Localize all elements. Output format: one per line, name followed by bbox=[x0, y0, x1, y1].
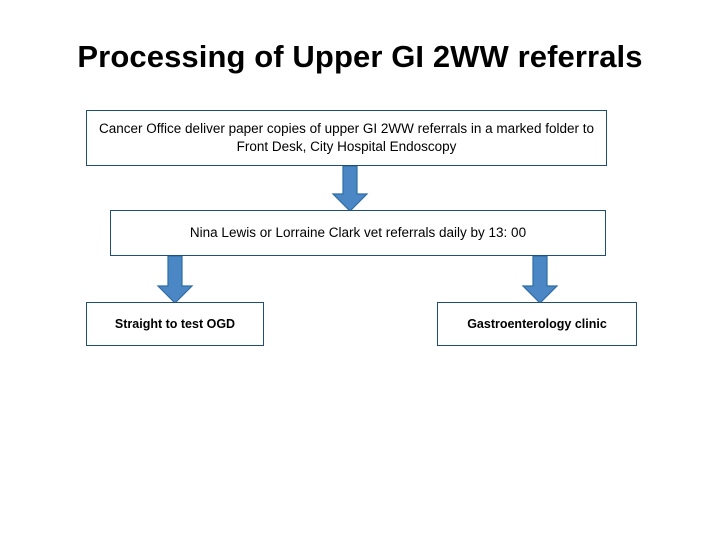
arrow-office-to-vet-icon bbox=[330, 166, 370, 212]
flow-node-vet-referrals-label: Nina Lewis or Lorraine Clark vet referra… bbox=[189, 224, 527, 240]
page-title: Processing of Upper GI 2WW referrals bbox=[77, 39, 643, 74]
flow-node-straight-to-test-ogd[interactable]: Straight to test OGD bbox=[86, 302, 264, 346]
arrow-vet-to-clinic-icon bbox=[520, 256, 560, 304]
flow-node-gastroenterology-clinic-label: Gastroenterology clinic bbox=[467, 316, 607, 331]
arrow-vet-to-ogd-icon bbox=[155, 256, 195, 304]
flow-node-straight-to-test-ogd-label: Straight to test OGD bbox=[114, 316, 236, 331]
flow-node-vet-referrals[interactable]: Nina Lewis or Lorraine Clark vet referra… bbox=[110, 210, 606, 256]
flow-node-cancer-office-label: Cancer Office deliver paper copies of up… bbox=[99, 120, 594, 154]
flow-node-gastroenterology-clinic[interactable]: Gastroenterology clinic bbox=[437, 302, 637, 346]
flow-node-cancer-office[interactable]: Cancer Office deliver paper copies of up… bbox=[86, 110, 607, 166]
